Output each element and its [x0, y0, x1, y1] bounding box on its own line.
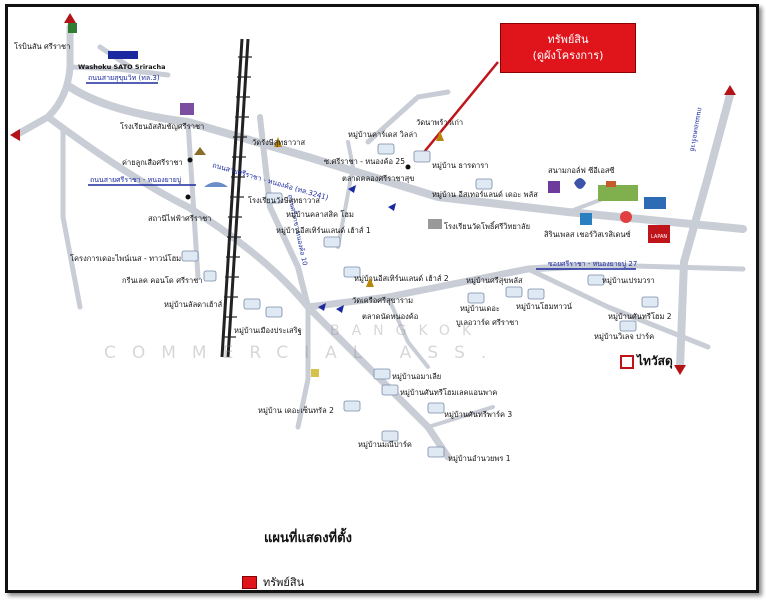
label-wittaya: โรงเรียนวัดโพธิ์ศรีวิทยาลัย	[444, 221, 530, 231]
label-soi25: ซ.ศรีราชา - หนองค้อ 25	[324, 157, 405, 166]
watermark-line2: COMMERCIAL ASS.	[104, 343, 503, 363]
label-assumption: โรงเรียนอัสสัมชัญศรีราชา	[120, 122, 204, 131]
golf-icon	[598, 185, 638, 201]
label-school2: โรงเรียนวังษีสุทธาวาส	[248, 196, 320, 205]
motorway-road	[676, 91, 734, 371]
property-callout: ทรัพย์สิน (ดูผังโครงการ)	[500, 23, 636, 73]
junction-dot	[405, 164, 411, 170]
label-market-nongkho: ตลาดนัดหนองค้อ	[362, 312, 418, 321]
sukhumvit-label: ถนนสายสุขุมวิท (ทล.3)	[88, 74, 160, 82]
railway	[220, 38, 252, 358]
label-manee: หมู่บ้านมณีปาร์ค	[358, 440, 412, 449]
location-map: ถนนสายสุขุมวิท (ทล.3) ถนนสายศรีราชา - หน…	[10, 13, 747, 463]
school-icon	[180, 103, 194, 115]
sriracha-nongkho-road	[66, 83, 747, 233]
label-prasert: หมู่บ้านเมืองประเสริฐ	[234, 326, 302, 335]
label-power-station: สถานีไฟฟ้าศรีราชา	[148, 214, 211, 223]
label-ampawan: หมู่บ้านอำนวยพร 1	[448, 454, 511, 463]
label-eastland: หมู่บ้าน อีสเทอร์แลนด์ เดอะ พลัส	[432, 190, 538, 199]
temple-icon	[274, 137, 282, 147]
lapan-icon	[648, 225, 670, 243]
road-network	[12, 23, 747, 461]
label-wat-thepsathit: วัดรังษีสุทธาวาส	[252, 138, 305, 147]
watermark-line1: BANGKOK	[330, 323, 484, 339]
thaiwatsadu-logo: ไทวัสดุ	[620, 352, 673, 371]
washoku-icon	[108, 51, 138, 59]
label-klassic-home: หมู่บ้านคลาสสิค โฮม	[286, 210, 354, 219]
label-santree2: หมู่บ้านศันทรีโฮม 2	[608, 312, 672, 321]
robinson-icon	[68, 23, 77, 33]
label-siriphol: สิรินเพลส เชอร์วิสเรสิเดนซ์	[544, 230, 631, 239]
label-lalada: หมู่บ้านลัลดาเฮ้าส์	[164, 300, 223, 309]
school2-icon	[428, 219, 442, 229]
legend-swatch-icon	[242, 575, 257, 589]
label-bulevard: บูเลอวาร์ด ศรีราชา	[456, 318, 518, 327]
label-premwara: หมู่บ้านเปรมวรา	[602, 276, 655, 285]
label-santree-lake: หมู่บ้านศันทรีโฮมเลคแอนพาค	[400, 388, 497, 397]
label-camp: ค่ายลูกเสือศรีราชา	[122, 158, 183, 167]
camp-icon	[194, 147, 206, 155]
northeast-arrow-icon	[724, 85, 736, 95]
map-title: แผนที่แสดงที่ตั้ง	[264, 531, 352, 546]
legend-label: ทรัพย์สิน	[263, 576, 305, 589]
property-pointer	[419, 61, 499, 158]
landmark-icons	[68, 23, 670, 377]
direction-arrows	[10, 13, 736, 375]
label-central2: หมู่บ้าน เดอะเซ็นทรัล 2	[258, 405, 334, 415]
hospital-icon	[644, 197, 666, 209]
highlight-lines	[86, 82, 636, 270]
map-frame: ถนนสายสุขุมวิท (ทล.3) ถนนสายศรีราชา - หน…	[5, 4, 759, 593]
label-carlton: หมู่บ้านคาร์เดส วิลล่า	[348, 130, 417, 139]
logo-text: ไทวัสดุ	[637, 354, 673, 368]
soi27-label: ซอยศรีราชา - หนองยายบู่ 27	[548, 260, 637, 268]
label-village-the: หมู่บ้านเดอะ	[460, 304, 500, 313]
west-arrow-icon	[10, 129, 20, 141]
label-washoku: Washoku SATO Sriracha	[78, 63, 166, 71]
ptt-icon	[574, 178, 586, 189]
nongyaibu-label: ถนนสายศรีราชา - หนองยายบู่	[90, 176, 181, 184]
south-arrow-icon	[674, 365, 686, 375]
siriphol-logo-icon	[620, 211, 632, 223]
label-thanthara: หมู่บ้าน ธารดารา	[432, 161, 489, 170]
label-village-park: หมู่บ้านวิเลจ ปาร์ค	[594, 332, 654, 341]
legend: ทรัพย์สิน	[242, 573, 305, 590]
label-lapan: LAPAN	[651, 234, 667, 240]
label-hometown: หมู่บ้านโฮมทาวน์	[516, 302, 572, 311]
label-amalaya: หมู่บ้านอมาเลีย	[392, 372, 441, 381]
label-eastern1: หมู่บ้านอีสเทิร์นแลนด์ เฮ้าส์ 1	[276, 226, 371, 235]
label-eastern2: หมู่บ้านอีสเทิร์นแลนด์ เฮ้าส์ 2	[354, 274, 449, 283]
label-golf: สนามกอล์ฟ ซีอีเอสซี	[548, 166, 615, 175]
label-market: ตลาดคลองศรีราชาสุข	[342, 174, 414, 183]
south-road	[304, 303, 452, 461]
temple2-icon	[436, 131, 444, 141]
label-wat-srisukaram: วัดเครือศรีสุขาราม	[352, 296, 413, 305]
power-station-icon	[204, 182, 228, 187]
motorway-label: ถนนมอเตอร์เวย์	[688, 107, 704, 152]
place-labels: โรบินสัน ศรีราชา Washoku SATO Sriracha โ…	[14, 42, 672, 463]
sukhumvit-branch	[67, 64, 171, 78]
village-icons	[181, 143, 659, 458]
callout-line2: (ดูผังโครงการ)	[532, 49, 604, 62]
label-robinson: โรบินสัน ศรีราชา	[14, 42, 70, 51]
label-wat-maphrao: วัดนาพร้าวเก่า	[416, 118, 463, 127]
temple3-icon	[366, 277, 374, 287]
shop-icon	[548, 181, 560, 193]
siriphol-icon	[580, 213, 592, 225]
north-arrow-icon	[64, 13, 76, 23]
label-santree3: หมู่บ้านศันทรีพาร์ค 3	[444, 410, 512, 419]
callout-line1: ทรัพย์สิน	[547, 33, 589, 46]
logo-icon	[620, 354, 634, 369]
label-srisuk: หมู่บ้านศรีสุขพลัส	[466, 276, 523, 285]
label-pinehouse: โครงการเดอะไพน์เนส - ทาวน์โฮม	[70, 254, 181, 263]
label-greenlake: กรีนเลค คอนโด ศรีราชา	[122, 276, 203, 285]
